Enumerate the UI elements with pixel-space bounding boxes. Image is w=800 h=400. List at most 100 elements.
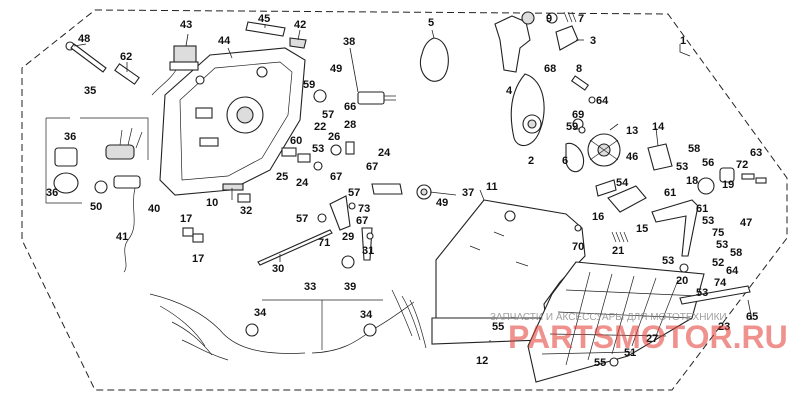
cap-19 [719, 167, 735, 183]
callout-11: 11 [486, 181, 498, 193]
assembly-frame [21, 9, 788, 391]
rod-23 [679, 285, 751, 305]
callout-53-b: 53 [676, 161, 688, 173]
callout-3: 3 [590, 35, 596, 47]
callout-57-a: 57 [322, 109, 334, 121]
cable-clamp [237, 193, 251, 203]
callout-23: 23 [718, 321, 730, 333]
callout-55-a: 55 [492, 321, 504, 333]
clip [289, 37, 307, 49]
screw-72 [741, 173, 755, 180]
grille-cover [527, 261, 705, 383]
callout-25: 25 [276, 171, 288, 183]
callout-54: 54 [616, 177, 629, 189]
shift-lever-arm [651, 199, 699, 257]
callout-27: 27 [646, 333, 658, 345]
collar [114, 63, 140, 85]
neutral-switch [313, 89, 396, 105]
callout-73: 73 [358, 203, 370, 215]
wire-harness [149, 289, 427, 361]
callout-26: 26 [328, 131, 340, 143]
callout-34-a: 34 [254, 307, 267, 319]
callout-69: 69 [572, 109, 584, 121]
callout-50: 50 [90, 201, 102, 213]
spring-21 [611, 231, 629, 243]
clip-54 [595, 179, 617, 197]
callout-58-b: 58 [730, 247, 742, 259]
cam-plate [565, 142, 584, 173]
callout-10: 10 [206, 197, 218, 209]
callout-4: 4 [506, 85, 513, 97]
emergency-switch [151, 45, 199, 96]
callout-24-a: 24 [378, 147, 391, 159]
callout-53-a: 53 [312, 143, 324, 155]
callout-42: 42 [294, 19, 306, 31]
nut-69 [572, 118, 584, 130]
callout-61-b: 61 [696, 203, 708, 215]
callout-53-e: 53 [662, 255, 674, 267]
bracket-14 [647, 143, 673, 171]
callout-34-b: 34 [360, 309, 373, 321]
washer-64 [588, 96, 596, 104]
callout-7: 7 [578, 13, 584, 25]
shift-arm-parts [317, 195, 374, 261]
watermark-title: PARTSMOTOR.RU [508, 319, 788, 355]
callout-19: 19 [722, 179, 734, 191]
callout-21: 21 [612, 245, 624, 257]
throttle-rod [257, 229, 333, 266]
callout-14: 14 [652, 121, 665, 133]
callout-52: 52 [712, 257, 724, 269]
callout-63: 63 [750, 147, 762, 159]
callout-13: 13 [626, 125, 638, 137]
callout-15: 15 [636, 223, 648, 235]
callout-46: 46 [626, 151, 638, 163]
callout-24-b: 24 [296, 177, 309, 189]
callout-56: 56 [702, 157, 714, 169]
callout-53-c: 53 [702, 215, 714, 227]
callout-67-c: 67 [356, 215, 368, 227]
callout-2: 2 [528, 155, 534, 167]
detent-gear [587, 133, 621, 167]
callout-47: 47 [740, 217, 752, 229]
callout-32: 32 [240, 205, 252, 217]
ignition-switch-group [45, 117, 149, 204]
nut-55 [609, 357, 619, 367]
callout-71: 71 [318, 237, 330, 249]
callout-49-b: 49 [436, 197, 448, 209]
detent-spring-parts [281, 141, 355, 171]
callout-labels: 48 62 43 44 45 42 38 49 59 66 22 57 28 2… [46, 13, 762, 369]
callout-30: 30 [272, 263, 284, 275]
callout-59-b: 59 [566, 121, 578, 133]
callout-51: 51 [624, 347, 636, 359]
watermark-subtitle: ЗАПЧАСТИ И АКСЕССУАРЫ ДЛЯ МОТОТЕХНИКИ [490, 312, 727, 323]
pin-8 [570, 75, 590, 91]
callout-45: 45 [258, 13, 270, 25]
bracket-3 [555, 25, 579, 51]
callout-17-a: 17 [180, 213, 192, 225]
harness-clip [222, 183, 244, 191]
callout-6: 6 [562, 155, 568, 167]
callout-66: 66 [344, 101, 356, 113]
screw-70 [574, 224, 582, 232]
friction-adjust-nut [341, 255, 355, 269]
o-ring [420, 37, 449, 82]
callout-36-b: 36 [46, 187, 58, 199]
callout-38: 38 [343, 36, 355, 48]
callout-17-b: 17 [192, 253, 204, 265]
callout-64-b: 64 [726, 265, 739, 277]
callout-72: 72 [736, 159, 748, 171]
callout-16: 16 [592, 211, 604, 223]
callout-74: 74 [714, 277, 727, 289]
callout-57-c: 57 [296, 213, 308, 225]
callout-22: 22 [314, 121, 326, 133]
callout-35: 35 [84, 85, 96, 97]
washer-20 [679, 263, 689, 273]
callout-8: 8 [576, 63, 582, 75]
control-box-housing [159, 47, 306, 196]
plate-16 [607, 185, 647, 213]
grommet-a [182, 227, 194, 237]
long-bolt [65, 41, 107, 73]
callout-53-d: 53 [716, 239, 728, 251]
leader-lines [73, 24, 753, 342]
